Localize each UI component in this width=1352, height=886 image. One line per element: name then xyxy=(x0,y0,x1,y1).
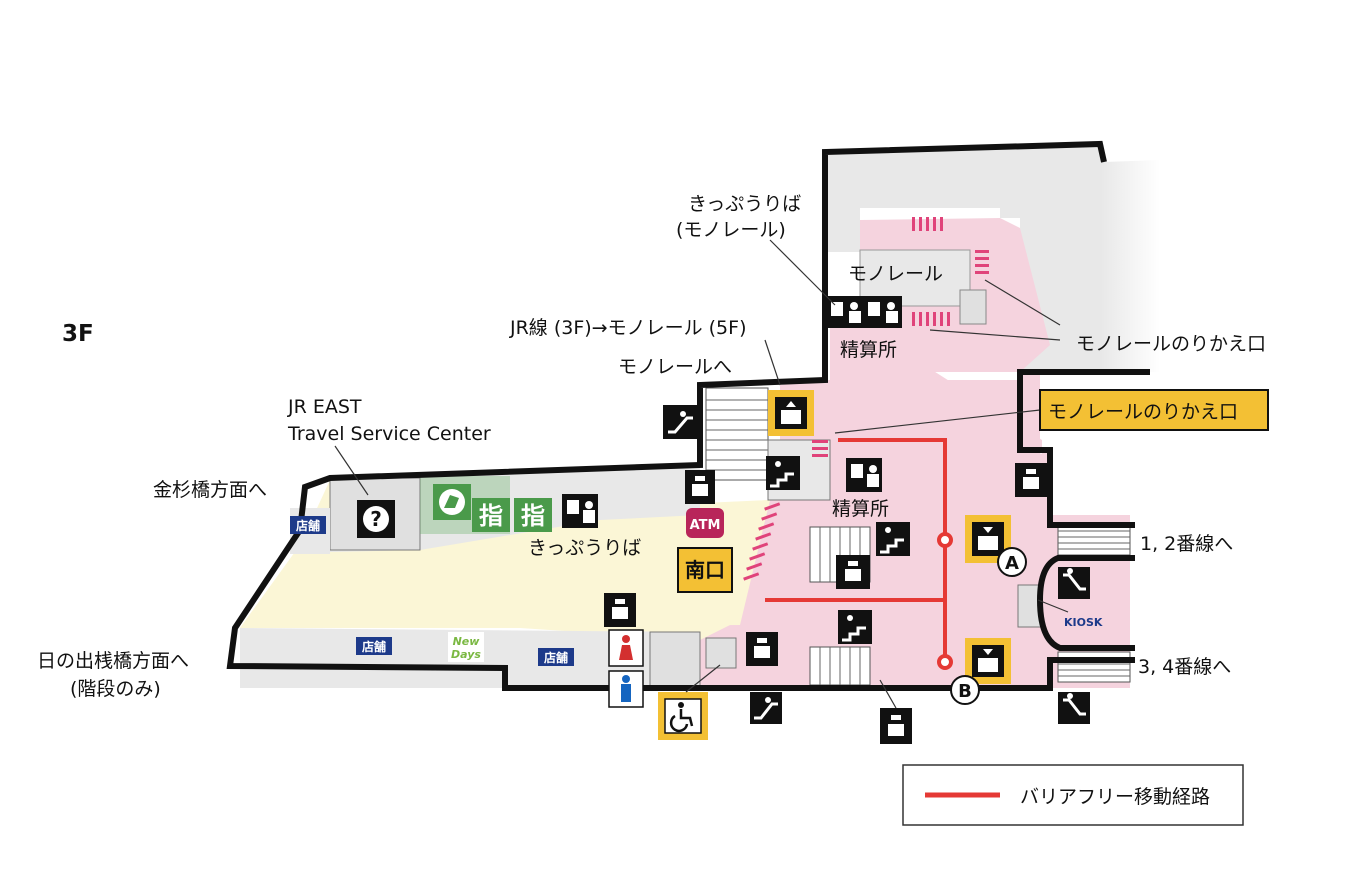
newdays-logo: New Days xyxy=(448,632,484,662)
svg-text:ATM: ATM xyxy=(690,518,721,533)
label-seisanjo-top: 精算所 xyxy=(840,339,897,361)
stairs-icon xyxy=(838,610,872,644)
label-hinode: 日の出桟橋方面へ xyxy=(37,650,189,672)
green-window-icon xyxy=(433,484,471,520)
label-jr-to-monorail: JR線 (3F)→モノレール (5F) xyxy=(509,317,747,339)
label-hinode-sub: (階段のみ) xyxy=(70,678,161,700)
svg-text:New: New xyxy=(453,635,481,648)
ticket-machine-icon xyxy=(562,494,598,528)
label-to-monorail: モノレールへ xyxy=(618,356,732,378)
coin-locker-icon xyxy=(746,632,778,666)
reserved-seat-icon: 指 xyxy=(472,498,510,532)
floor-label: 3F xyxy=(62,321,94,347)
svg-text:指: 指 xyxy=(479,502,503,530)
escalator-icon xyxy=(1058,692,1090,724)
label-kippu-monorail: きっぷうりば xyxy=(688,193,801,215)
toilet-male-icon xyxy=(608,670,644,708)
shop-badge: 店舗 xyxy=(356,637,392,655)
elevator-a-marker: A xyxy=(997,547,1027,577)
label-seisanjo-mid: 精算所 xyxy=(832,498,889,520)
barrier-free-route xyxy=(765,438,953,670)
coin-locker-icon xyxy=(880,708,912,744)
escalator-icon xyxy=(1058,567,1090,599)
svg-text:Days: Days xyxy=(451,648,481,661)
shop-badge: 店舗 xyxy=(538,648,574,666)
label-kippu: きっぷうりば xyxy=(528,537,641,559)
label-monorail: モノレール xyxy=(848,263,943,285)
svg-text:店舗: 店舗 xyxy=(544,650,568,665)
stairs-icon xyxy=(766,456,800,490)
monorail-area xyxy=(825,144,1160,375)
toilet-female-icon xyxy=(608,629,644,667)
label-line-12: 1, 2番線へ xyxy=(1140,533,1233,555)
monorail-transfer-sign: モノレールのりかえ口 xyxy=(1039,389,1269,431)
label-kippu-monorail-sub: (モノレール) xyxy=(676,219,786,241)
coin-locker-icon xyxy=(604,593,636,627)
label-travel-service-center: Travel Service Center xyxy=(287,423,491,445)
ticket-machine-icon xyxy=(846,458,882,492)
coin-locker-icon xyxy=(836,555,870,589)
label-monorail-transfer-top: モノレールのりかえ口 xyxy=(1076,333,1266,355)
leader-lines xyxy=(334,239,1069,709)
coin-locker-icon xyxy=(685,470,715,504)
label-kanasugi: 金杉橋方面へ xyxy=(153,479,267,501)
svg-text:指: 指 xyxy=(521,502,545,530)
svg-text:モノレールのりかえ口: モノレールのりかえ口 xyxy=(1048,401,1238,423)
accessible-toilet-icon xyxy=(658,692,708,740)
gate-stripes xyxy=(743,440,828,581)
south-exit-sign: 南口 xyxy=(677,547,733,593)
svg-text:店舗: 店舗 xyxy=(296,518,320,533)
escalator-icon xyxy=(750,692,782,724)
legend: バリアフリー移動経路 xyxy=(902,764,1244,826)
elevator-icon xyxy=(768,390,814,436)
atm-icon: ATM xyxy=(686,508,724,538)
elevator-b-marker: B xyxy=(950,675,980,705)
legend-route-label: バリアフリー移動経路 xyxy=(1020,786,1210,808)
elevator-icon xyxy=(965,638,1011,684)
ticket-machine-icon xyxy=(826,296,902,328)
information-icon: ? xyxy=(357,500,395,538)
svg-text:A: A xyxy=(1005,553,1019,574)
kiosk-label: KIOSK xyxy=(1064,616,1103,629)
svg-text:?: ? xyxy=(370,507,382,531)
escalator-icon xyxy=(663,405,697,439)
stairs-monorail xyxy=(705,387,769,481)
elevator-icon xyxy=(965,515,1011,563)
svg-text:南口: 南口 xyxy=(685,558,725,582)
svg-text:店舗: 店舗 xyxy=(362,639,386,654)
platform-stairs-12 xyxy=(1057,524,1131,556)
label-line-34: 3, 4番線へ xyxy=(1138,656,1231,678)
shop-badge: 店舗 xyxy=(290,516,326,534)
label-jr-east: JR EAST xyxy=(287,396,362,418)
coin-locker-icon xyxy=(1015,463,1047,497)
platform-stairs-34 xyxy=(1057,651,1131,683)
svg-text:B: B xyxy=(958,681,972,702)
reserved-seat-icon: 指 xyxy=(514,498,552,532)
monorail-gate-marks xyxy=(912,217,989,326)
stairs-icon xyxy=(876,522,910,556)
